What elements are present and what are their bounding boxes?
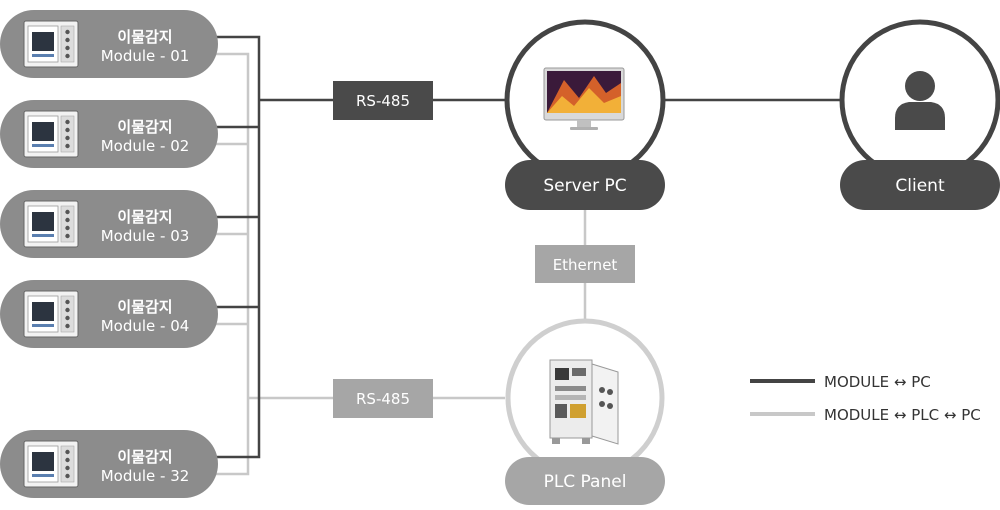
module-device-icon [23, 440, 79, 488]
legend-light-label: MODULE ↔ PLC ↔ PC [824, 406, 981, 424]
module-device-icon [23, 20, 79, 68]
module-title: 이물감지 [117, 298, 172, 316]
module-02: 이물감지 Module - 02 [0, 100, 218, 168]
module-04: 이물감지 Module - 04 [0, 280, 218, 348]
ethernet-label: Ethernet [535, 245, 635, 283]
rs485-bottom-label: RS-485 [333, 379, 433, 418]
dark-connections [215, 35, 840, 459]
module-01: 이물감지 Module - 01 [0, 10, 218, 78]
user-icon [895, 71, 945, 130]
rs485-top-label: RS-485 [333, 81, 433, 120]
plc-cabinet-icon [549, 359, 619, 445]
module-device-icon [23, 290, 79, 338]
rs485-top-text: RS-485 [356, 92, 410, 110]
monitor-icon [543, 67, 625, 130]
client-label: Client [895, 176, 945, 196]
ethernet-text: Ethernet [553, 256, 618, 274]
server-pc-node: Server PC [504, 19, 666, 210]
module-03: 이물감지 Module - 03 [0, 190, 218, 258]
client-node: Client [839, 19, 1000, 210]
plc-panel-node: PLC Panel [505, 318, 665, 505]
module-title: 이물감지 [117, 28, 172, 46]
module-device-icon [23, 200, 79, 248]
module-title: 이물감지 [117, 118, 172, 136]
rs485-bottom-text: RS-485 [356, 390, 410, 408]
server-pc-label: Server PC [543, 176, 626, 196]
plc-panel-label: PLC Panel [544, 472, 627, 492]
module-subtitle: Module - 01 [101, 47, 190, 65]
legend-dark-label: MODULE ↔ PC [824, 373, 931, 391]
legend: MODULE ↔ PC MODULE ↔ PLC ↔ PC [750, 373, 981, 424]
module-title: 이물감지 [117, 448, 172, 466]
module-device-icon [23, 110, 79, 158]
module-title: 이물감지 [117, 208, 172, 226]
module-subtitle: Module - 04 [101, 317, 190, 335]
module-subtitle: Module - 03 [101, 227, 190, 245]
module-32: 이물감지 Module - 32 [0, 430, 218, 498]
module-subtitle: Module - 02 [101, 137, 190, 155]
module-subtitle: Module - 32 [101, 467, 190, 485]
